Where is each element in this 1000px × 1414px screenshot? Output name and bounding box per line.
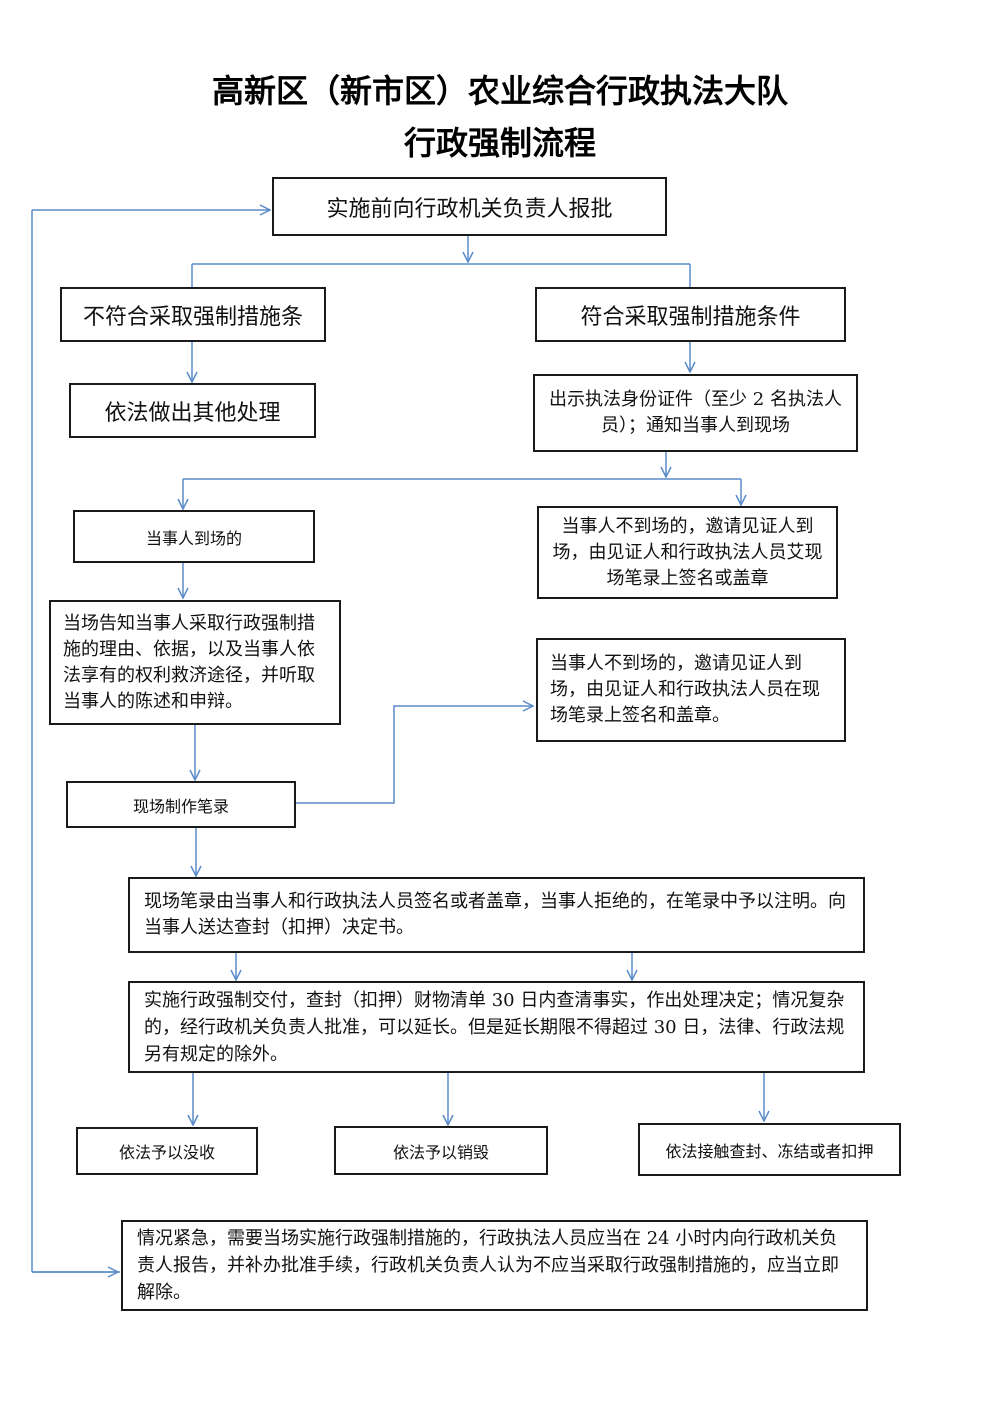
report-approval-box: 实施前向行政机关负责人报批 xyxy=(272,177,667,236)
inform-party-text: 当场告知当事人采取行政强制措施的理由、依据，以及当事人依法享有的权利救济途径，并… xyxy=(63,612,315,712)
not-meet-box: 不符合采取强制措施条 xyxy=(60,287,326,342)
inform-party-box: 当场告知当事人采取行政强制措施的理由、依据，以及当事人依法享有的权利救济途径，并… xyxy=(49,600,341,725)
party-present-box: 当事人到场的 xyxy=(73,510,315,563)
make-record-box: 现场制作笔录 xyxy=(66,781,296,828)
confiscate-box: 依法予以没收 xyxy=(76,1127,258,1175)
party-present-text: 当事人到场的 xyxy=(145,528,242,548)
destroy-text: 依法予以销毁 xyxy=(392,1142,489,1162)
report-approval-text: 实施前向行政机关负责人报批 xyxy=(326,196,613,222)
party-absent-1-text: 当事人不到场的，邀请见证人到场，由见证人和行政执法人员艾现场笔录上签名或盖章 xyxy=(552,515,823,589)
show-id-text: 出示执法身份证件（至少 2 名执法人员）；通知当事人到现场 xyxy=(549,389,842,436)
party-absent-2-box: 当事人不到场的，邀请见证人到场，由见证人和行政执法人员在现场笔录上签名和盖章。 xyxy=(536,638,846,742)
party-absent-2-text: 当事人不到场的，邀请见证人到场，由见证人和行政执法人员在现场笔录上签名和盖章。 xyxy=(550,653,820,726)
party-absent-1-box: 当事人不到场的，邀请见证人到场，由见证人和行政执法人员艾现场笔录上签名或盖章 xyxy=(537,506,838,599)
sign-record-box: 现场笔录由当事人和行政执法人员签名或者盖章，当事人拒绝的，在笔录中予以注明。向当… xyxy=(128,877,865,953)
enforce-box: 实施行政强制交付，查封（扣押）财物清单 30 日内查清事实，作出处理决定；情况复… xyxy=(128,981,865,1073)
sign-record-text: 现场笔录由当事人和行政执法人员签名或者盖章，当事人拒绝的，在笔录中予以注明。向当… xyxy=(144,891,846,938)
emergency-box: 情况紧急，需要当场实施行政强制措施的，行政执法人员应当在 24 小时内向行政机关… xyxy=(121,1220,868,1311)
other-handling-text: 依法做出其他处理 xyxy=(104,400,281,426)
meet-text: 符合采取强制措施条件 xyxy=(580,304,801,330)
make-record-text: 现场制作笔录 xyxy=(132,796,229,816)
release-box: 依法接触查封、冻结或者扣押 xyxy=(638,1123,901,1176)
show-id-box: 出示执法身份证件（至少 2 名执法人员）；通知当事人到现场 xyxy=(533,374,858,452)
enforce-text: 实施行政强制交付，查封（扣押）财物清单 30 日内查清事实，作出处理决定；情况复… xyxy=(144,989,845,1065)
confiscate-text: 依法予以没收 xyxy=(118,1143,215,1162)
connector xyxy=(296,706,533,804)
not-meet-text: 不符合采取强制措施条 xyxy=(82,304,303,330)
release-text: 依法接触查封、冻结或者扣押 xyxy=(665,1141,874,1161)
meet-box: 符合采取强制措施条件 xyxy=(535,287,846,342)
page-subtitle: 行政强制流程 xyxy=(403,124,596,162)
destroy-box: 依法予以销毁 xyxy=(334,1126,548,1175)
page-title: 高新区（新市区）农业综合行政执法大队 xyxy=(211,72,788,110)
other-handling-box: 依法做出其他处理 xyxy=(69,383,316,438)
emergency-text: 情况紧急，需要当场实施行政强制措施的，行政执法人员应当在 24 小时内向行政机关… xyxy=(137,1228,839,1303)
